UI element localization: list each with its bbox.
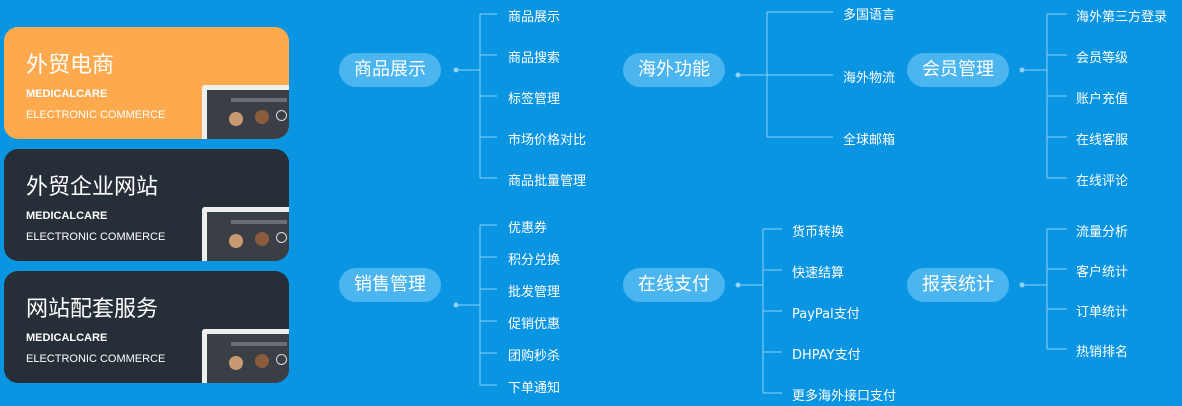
leaf-item[interactable]: 海外第三方登录 [1076, 10, 1168, 25]
play-icon [276, 354, 287, 365]
node-product-display[interactable]: 商品展示 [339, 53, 441, 87]
leaf-item[interactable]: 货币转换 [792, 225, 845, 240]
card-thumbnail [202, 85, 289, 139]
play-icon [276, 110, 287, 121]
card-website-services[interactable]: 网站配套服务 MEDICALCARE ELECTRONIC COMMERCE [4, 271, 289, 383]
leaf-item[interactable]: 账户充值 [1076, 92, 1129, 107]
play-icon [276, 232, 287, 243]
card-thumbnail [202, 207, 289, 261]
leaf-item[interactable]: 市场价格对比 [508, 133, 587, 148]
leaf-item[interactable]: 商品展示 [508, 10, 561, 25]
node-overseas-features[interactable]: 海外功能 [623, 53, 725, 87]
card-title: 网站配套服务 [26, 297, 159, 322]
leaf-item[interactable]: 商品搜索 [508, 51, 561, 66]
leaf-item[interactable]: 更多海外接口支付 [792, 389, 897, 404]
leaf-item[interactable]: 标签管理 [508, 92, 561, 107]
leaf-item[interactable]: 促销优惠 [508, 317, 561, 332]
leaf-item[interactable]: 订单统计 [1076, 305, 1129, 320]
leaf-item[interactable]: 流量分析 [1076, 225, 1129, 240]
leaf-item[interactable]: 多国语言 [843, 8, 896, 23]
leaf-item[interactable]: 批发管理 [508, 285, 561, 300]
leaf-item[interactable]: 客户统计 [1076, 265, 1129, 280]
card-subtitle-1: MEDICALCARE [26, 210, 108, 222]
card-foreign-trade-ecommerce[interactable]: 外贸电商 MEDICALCARE ELECTRONIC COMMERCE [4, 27, 289, 139]
card-subtitle-2: ELECTRONIC COMMERCE [26, 353, 166, 365]
card-title: 外贸电商 [26, 53, 115, 78]
leaf-item[interactable]: 团购秒杀 [508, 349, 561, 364]
card-thumbnail [202, 329, 289, 383]
card-subtitle-2: ELECTRONIC COMMERCE [26, 109, 166, 121]
leaf-item[interactable]: PayPal支付 [792, 307, 860, 322]
leaf-item[interactable]: 积分兑换 [508, 253, 561, 268]
node-member-management[interactable]: 会员管理 [907, 53, 1009, 87]
card-foreign-trade-website[interactable]: 外贸企业网站 MEDICALCARE ELECTRONIC COMMERCE [4, 149, 289, 261]
card-subtitle-1: MEDICALCARE [26, 332, 108, 344]
leaf-item[interactable]: 快速结算 [792, 266, 845, 281]
card-subtitle-2: ELECTRONIC COMMERCE [26, 231, 166, 243]
leaf-item[interactable]: 会员等级 [1076, 51, 1129, 66]
leaf-item[interactable]: 热销排名 [1076, 345, 1129, 360]
leaf-item[interactable]: 优惠券 [508, 221, 548, 236]
leaf-item[interactable]: 下单通知 [508, 381, 561, 396]
leaf-item[interactable]: DHPAY支付 [792, 348, 861, 363]
leaf-item[interactable]: 商品批量管理 [508, 174, 587, 189]
node-sales-management[interactable]: 销售管理 [339, 268, 441, 302]
card-title: 外贸企业网站 [26, 175, 159, 200]
leaf-item[interactable]: 全球邮箱 [843, 133, 896, 148]
leaf-item[interactable]: 在线客服 [1076, 133, 1129, 148]
leaf-item[interactable]: 海外物流 [843, 71, 896, 86]
card-subtitle-1: MEDICALCARE [26, 88, 108, 100]
node-report-statistics[interactable]: 报表统计 [907, 268, 1009, 302]
node-online-payment[interactable]: 在线支付 [623, 268, 725, 302]
leaf-item[interactable]: 在线评论 [1076, 174, 1129, 189]
